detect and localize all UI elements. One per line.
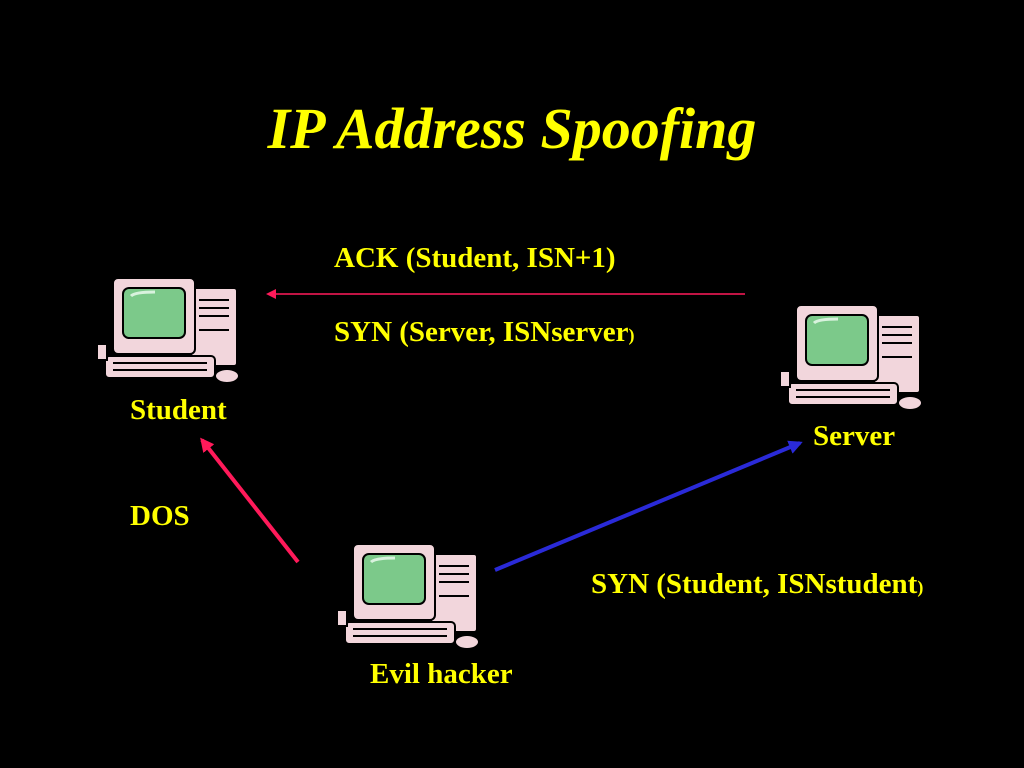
slide-title: IP Address Spoofing — [267, 96, 757, 161]
student-label: Student — [130, 394, 227, 426]
computer-icon — [336, 543, 487, 650]
hacker-label: Evil hacker — [370, 658, 513, 690]
server-label: Server — [813, 420, 896, 452]
dos-label: DOS — [130, 500, 190, 532]
syn-student-label: SYN (Student, ISNstudent) — [591, 570, 923, 599]
syn-server-text: SYN (Server, ISNserver — [334, 316, 629, 348]
syn-student-arrow — [494, 440, 803, 572]
ack-label: ACK (Student, ISN+1) — [334, 242, 616, 274]
computer-icon — [96, 277, 247, 384]
syn-server-paren: ) — [628, 325, 635, 345]
syn-student-text: SYN (Student, ISNstudent — [591, 568, 918, 600]
computer-icon — [779, 304, 930, 411]
syn-student-paren: ) — [917, 577, 924, 597]
dos-arrow — [200, 437, 300, 564]
syn-server-label: SYN (Server, ISNserver) — [334, 318, 635, 347]
